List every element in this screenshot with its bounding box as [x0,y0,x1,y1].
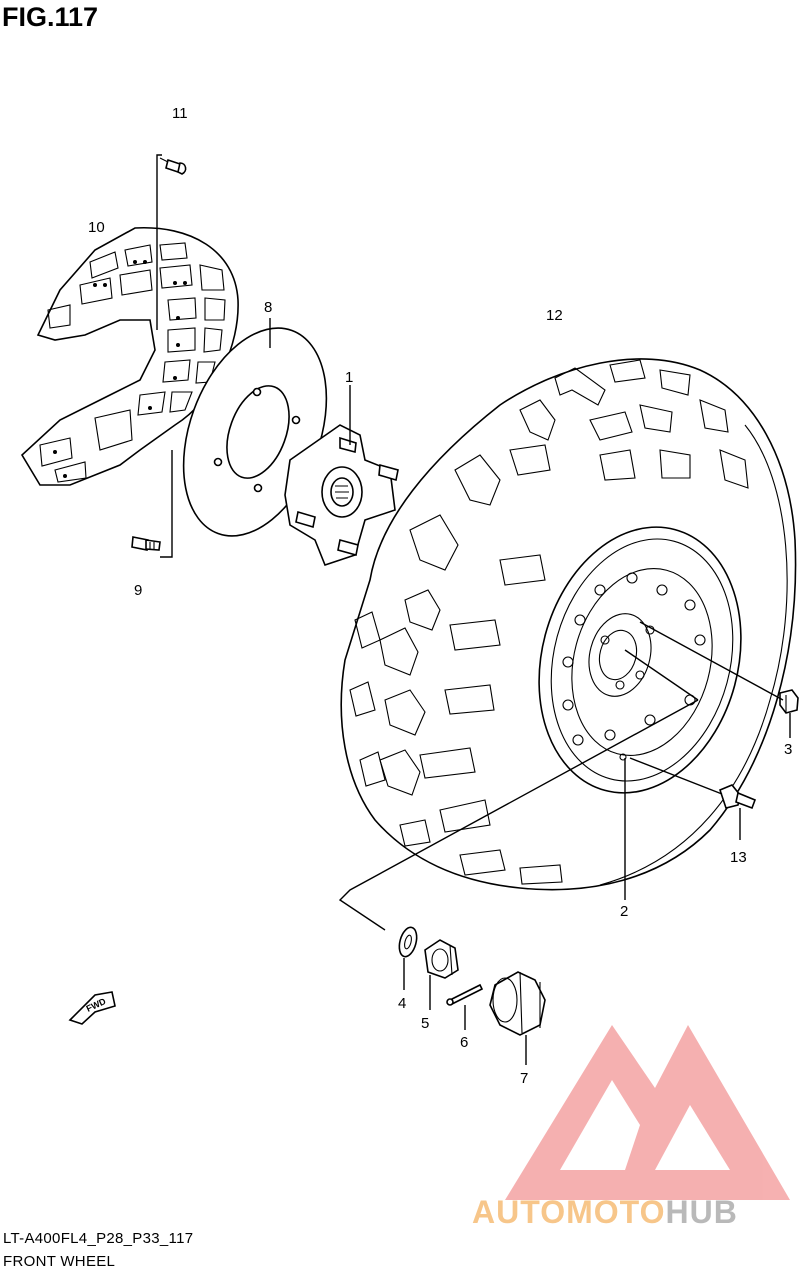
callout-9: 9 [134,582,142,599]
bolt-part-9 [131,536,161,551]
callout-3: 3 [784,741,792,758]
watermark-logo-icon [505,1025,790,1200]
callout-13: 13 [730,849,747,866]
cotter-pin [446,983,484,1006]
castle-nut [424,939,459,979]
callout-4: 4 [398,995,406,1012]
watermark-brand-text: AUTOMOTOHUB [472,1194,738,1231]
callout-10: 10 [88,219,105,236]
callout-1: 1 [345,369,353,386]
callout-6: 6 [460,1034,468,1051]
wheel-hub [284,424,399,566]
forward-direction-icon: FWD [68,991,116,1025]
watermark-brand-part2: HUB [665,1194,738,1230]
figure-code: LT-A400FL4_P28_P33_117 [3,1230,194,1247]
callout-7: 7 [520,1070,528,1087]
callout-12: 12 [546,307,563,324]
callout-2: 2 [620,903,628,920]
callout-11: 11 [172,105,188,122]
valve-stem [719,784,757,810]
callout-8: 8 [264,299,272,316]
watermark-brand-part1: AUTOMOTO [472,1194,666,1230]
callout-5: 5 [421,1015,429,1032]
hub-cap [489,971,546,1036]
bolt-part-11 [159,157,187,175]
wheel-nut [779,689,799,714]
washer [398,926,418,958]
figure-title: FIG.117 [2,2,99,32]
figure-name: FRONT WHEEL [3,1253,116,1270]
